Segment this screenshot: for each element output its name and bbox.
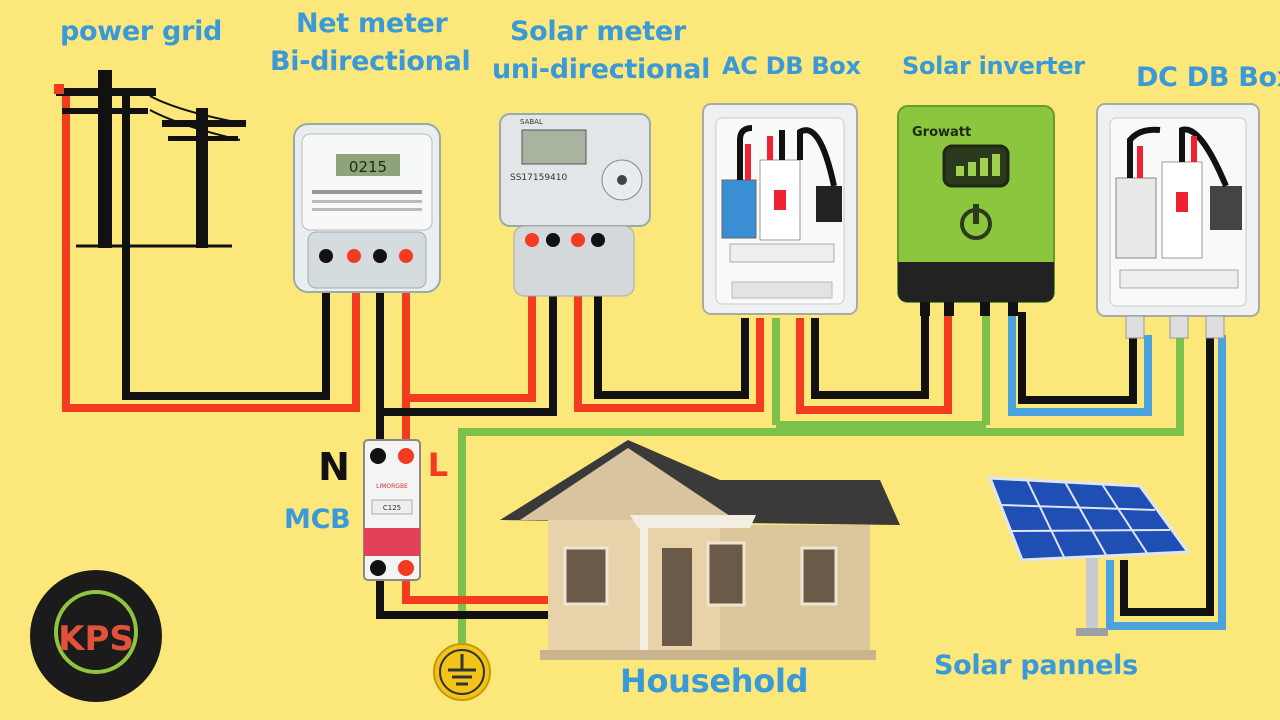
solar-inverter-device (897, 105, 1055, 316)
mcb-house-live-wire (402, 570, 548, 604)
inverter-dcdb-positive-wire (1018, 312, 1137, 404)
wires (62, 92, 1226, 650)
solar-meter-sublabel: uni-directional (492, 54, 711, 85)
solar-meter-acdb-live-wire (574, 240, 764, 412)
power-grid-label: power grid (60, 16, 223, 47)
dc-db-box-device (1096, 103, 1260, 339)
ac-db-box-label: AC DB Box (722, 52, 861, 80)
dcdb-panel-negative-wire (1106, 335, 1226, 630)
power-pole-icon (54, 70, 247, 248)
earth-ground-icon (433, 643, 491, 701)
kps-logo: KPS (30, 570, 162, 702)
solar-meter-mcb-neutral-wire (380, 240, 557, 416)
solar-panels-label: Solar pannels (934, 650, 1138, 681)
solar-meter-device (499, 113, 651, 297)
grid-live-wire (62, 92, 360, 412)
ac-db-box-device (702, 103, 858, 315)
solar-meter-brand: SABAL (520, 118, 543, 126)
mcb-rating: C125 (383, 504, 401, 512)
acdb-inverter-neutral-wire (811, 312, 929, 399)
household-house (500, 440, 900, 660)
solar-panel-array (987, 476, 1191, 636)
dcdb-panel-positive-wire (1120, 335, 1214, 616)
inverter-brand: Growatt (912, 125, 971, 140)
mcb-label: MCB (284, 504, 351, 535)
net-meter-reading: 0215 (349, 158, 387, 176)
net-meter-label: Net meter (296, 8, 448, 39)
grid-neutral-wire (122, 92, 330, 400)
power-icon (960, 204, 992, 240)
net-meter-device (293, 123, 441, 293)
dc-db-box-label: DC DB Box (1136, 62, 1280, 93)
live-marker: L (428, 446, 448, 484)
solar-meter-serial: SS17159410 (510, 173, 568, 183)
household-label: Household (620, 662, 809, 700)
solar-inverter-label: Solar inverter (902, 52, 1085, 80)
mcb-house-neutral-wire (376, 570, 548, 619)
earth-wire (458, 312, 1184, 650)
mcb-brand: LIMORGBE (376, 483, 408, 490)
logo-text: KPS (58, 619, 134, 659)
net-meter-sublabel: Bi-directional (270, 46, 471, 77)
solar-meter-acdb-neutral-wire (594, 240, 749, 399)
solar-meter-label: Solar meter (510, 16, 686, 47)
inverter-dcdb-negative-wire (1008, 312, 1152, 416)
acdb-inverter-live-wire (796, 312, 952, 414)
mcb-device (363, 439, 421, 581)
neutral-marker: N (318, 445, 350, 489)
